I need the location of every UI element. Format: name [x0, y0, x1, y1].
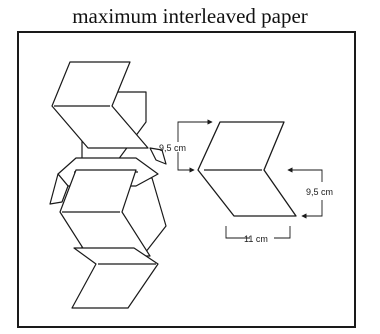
single-sheet	[197, 121, 297, 217]
chevron-sheet	[197, 121, 297, 217]
dim-height-right-lower	[301, 200, 323, 219]
figure-frame	[17, 31, 356, 328]
paper-tab-left	[49, 173, 69, 205]
dim-height-top-upper	[177, 119, 213, 142]
folded-paper-stack	[49, 61, 167, 309]
dimension-lines	[177, 119, 323, 239]
paper-panel-1	[51, 61, 149, 149]
label-height-top: 9,5 cm	[159, 143, 186, 153]
dim-width-left	[225, 226, 250, 239]
paper-panel-4	[71, 247, 159, 309]
dim-width-right	[274, 226, 291, 239]
label-height-right: 9,5 cm	[306, 187, 333, 197]
paper-panel-3	[59, 169, 151, 257]
label-width-bottom: 11 cm	[244, 234, 268, 244]
dim-height-right-upper	[287, 167, 323, 182]
paper-tab-right	[149, 147, 167, 165]
figure-title: maximum interleaved paper	[72, 4, 308, 28]
dim-height-top-lower	[177, 152, 195, 173]
